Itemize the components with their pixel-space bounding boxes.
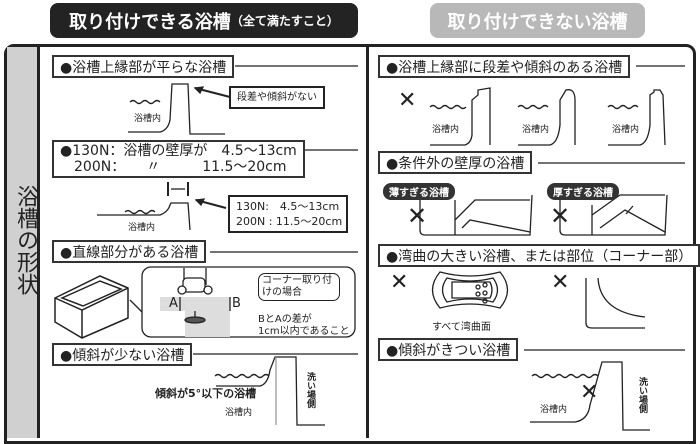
ok-straight-title: ●直線部分がある浴槽 <box>52 240 207 263</box>
ng-slope-steep-title: ●傾斜がきつい浴槽 <box>378 338 519 361</box>
ng-slope-steep-drawing <box>530 361 650 431</box>
label-b: B <box>232 296 241 311</box>
ng-thickness-drawings <box>419 194 668 236</box>
ng-curved-mark-1: ✕ <box>390 270 409 295</box>
thickness-box-200n: 200N : 11.5〜20cm <box>236 215 343 228</box>
ok-header: 取り付けできる浴槽 （全て満たすこと） <box>50 3 358 38</box>
ok-thickness-box: 130N: 4.5〜13cm 200N : 11.5〜20cm <box>228 195 348 233</box>
slope-small-note: 傾斜が5°以下の浴槽 <box>155 387 257 400</box>
thickness-box-130n: 130N: 4.5〜13cm <box>236 200 340 213</box>
thick-tag: 厚すぎる浴槽 <box>547 183 619 200</box>
ng-thick-mark: ✕ <box>550 202 571 230</box>
ng-curved-mark-2: ✕ <box>551 270 570 295</box>
ng-slope-inside: 浴槽内 <box>540 405 568 415</box>
ng-header: 取り付けできない浴槽 <box>430 3 645 38</box>
ng-thickness-title: ●条件外の壁厚の浴槽 <box>378 151 533 174</box>
ng-stepped-rim-drawings <box>429 87 666 146</box>
ok-thickness-inside: 浴槽内 <box>128 223 156 233</box>
callout-pointer <box>129 299 143 313</box>
ng-curved-drawings <box>431 271 646 329</box>
corner-note-2: 1cm以内であること <box>258 326 350 337</box>
rect-tub-drawing <box>54 275 129 339</box>
ok-header-note: （全て満たすこと） <box>230 14 339 28</box>
ng-slope-steep-mark: ✕ <box>580 380 599 405</box>
thickness-line-130n: ●130N：浴槽の壁厚が 4.5〜13cm <box>60 143 297 159</box>
ok-flat-rim-inside: 浴槽内 <box>134 114 162 124</box>
thickness-drawing <box>97 182 227 231</box>
ng-stepped-title: ●浴槽上縁部に段差や傾斜のある浴槽 <box>378 55 631 78</box>
ng-slope-wash-side: 洗い場側 <box>637 377 647 413</box>
side-column <box>7 47 40 438</box>
ng-curved-title: ●湾曲の大きい浴槽、または部位（コーナー部） <box>378 244 700 267</box>
thin-tag: 薄すぎる浴槽 <box>383 183 455 200</box>
ng-stepped-mark: ✕ <box>398 88 417 113</box>
ng-stepped-inside-3: 浴槽内 <box>612 125 640 135</box>
slope-small-drawing <box>214 356 325 426</box>
side-label: 浴槽の形状 <box>13 185 38 295</box>
ng-stepped-inside-2: 浴槽内 <box>522 125 550 135</box>
ok-slope-small-title: ●傾斜が少ない浴槽 <box>52 343 193 366</box>
section-lines <box>193 65 685 355</box>
ng-stepped-inside-1: 浴槽内 <box>432 125 460 135</box>
slope-small-inside: 浴槽内 <box>225 408 253 418</box>
thickness-line-200n: 200N： 〃 11.5〜20cm <box>60 159 287 175</box>
label-a: A <box>169 296 178 311</box>
corner-tag: コーナー取り付けの場合 <box>258 273 340 301</box>
ng-thin-mark: ✕ <box>407 202 428 230</box>
corner-note-1: BとAの差が <box>258 314 312 325</box>
corner-callout-box <box>141 266 356 338</box>
ok-header-title: 取り付けできる浴槽 <box>69 11 231 33</box>
all-curved-label: すべて湾曲面 <box>432 322 491 333</box>
ok-flat-rim-title: ●浴槽上縁部が平らな浴槽 <box>52 55 235 78</box>
corner-clamp-drawing <box>160 268 231 337</box>
slope-small-wash-side: 洗い場側 <box>305 372 315 408</box>
flat-rim-drawing <box>128 83 231 135</box>
ok-thickness-title: ●130N：浴槽の壁厚が 4.5〜13cm 200N： 〃 11.5〜20cm <box>52 140 305 178</box>
ok-flat-rim-callout: 段差や傾斜がない <box>229 86 325 109</box>
ng-header-title: 取り付けできない浴槽 <box>447 11 628 33</box>
panel-divider <box>366 47 369 438</box>
